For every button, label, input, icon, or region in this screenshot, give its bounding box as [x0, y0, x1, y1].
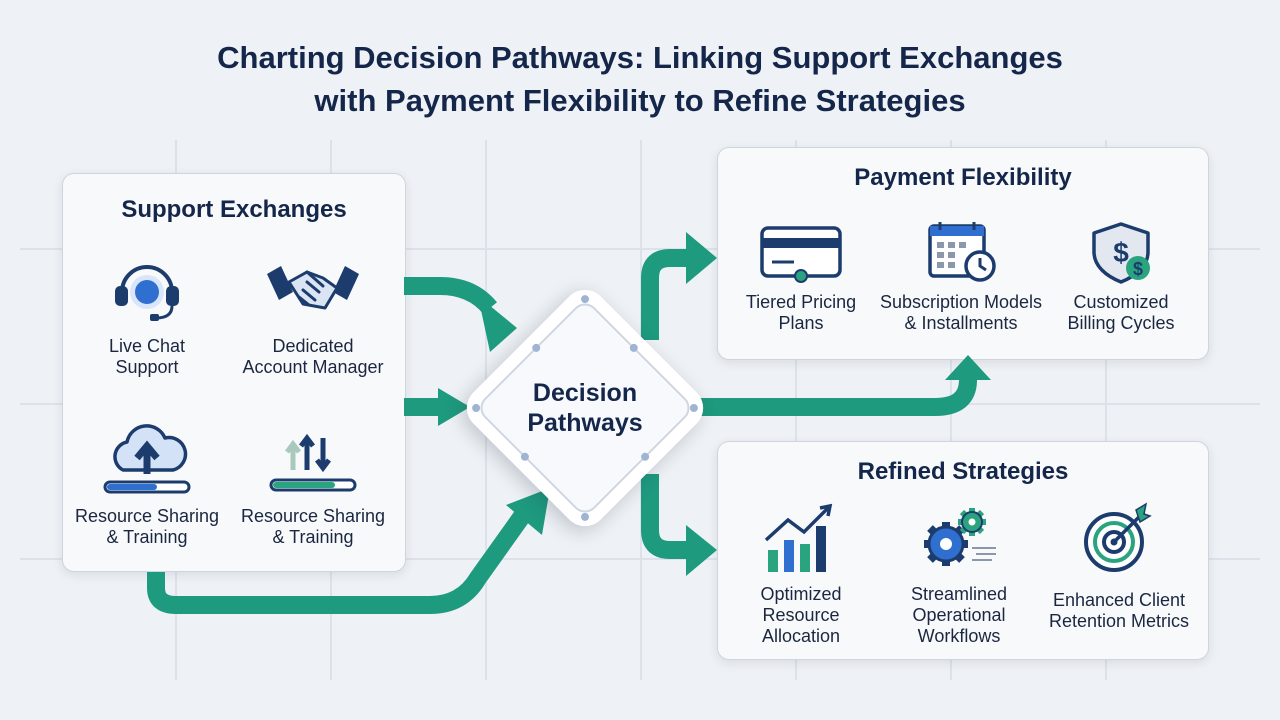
payment-item-subscription: Subscription Models & Installments [871, 220, 1051, 334]
hub-dot [639, 451, 651, 463]
arrowhead [686, 232, 717, 284]
strategy-item-retention-metrics: Enhanced Client Retention Metrics [1029, 500, 1209, 632]
hub-dot [530, 342, 542, 354]
title-line-1: Charting Decision Pathways: Linking Supp… [217, 40, 1063, 75]
title-line-2: with Payment Flexibility to Refine Strat… [314, 83, 966, 118]
cloud-upload-icon [103, 424, 191, 494]
payment-item-billing-cycles: $ $ Customized Billing Cycles [1031, 220, 1211, 334]
arrowhead [945, 355, 991, 380]
arrowhead [686, 525, 717, 576]
gears-icon [924, 508, 996, 566]
hub-dot [579, 293, 591, 305]
payment-flexibility-panel: Payment Flexibility Tiered Pricing Plans [717, 147, 1209, 360]
flow-arrow-to-strategies [641, 474, 688, 559]
hub-dot [579, 511, 591, 523]
flow-arrow-to-payment [641, 249, 688, 340]
support-exchanges-panel: Support Exchanges Live Chat Support Dedi… [62, 173, 406, 572]
strategy-item-resource-allocation: Optimized Resource Allocation [711, 500, 891, 647]
bar-chart-growth-icon [764, 503, 833, 572]
refined-strategies-panel: Refined Strategies Optimized Resource Al… [717, 441, 1209, 660]
grid-line [20, 558, 1260, 560]
data-transfer-icon [269, 433, 357, 492]
hub-dot [470, 402, 482, 414]
support-item-label: Resource Sharing & Training [240, 506, 386, 547]
arrowhead [506, 488, 550, 535]
calendar-clock-icon [928, 222, 996, 282]
grid-line [1105, 140, 1107, 680]
support-item-resource-sharing-1: Resource Sharing & Training [57, 422, 237, 548]
hub-dot [519, 451, 531, 463]
payment-flexibility-title: Payment Flexibility [854, 164, 1072, 191]
shield-dollar-icon: $ $ [1092, 222, 1150, 284]
support-item-label: Resource Sharing & Training [74, 506, 220, 547]
strategy-item-operational-workflows: Streamlined Operational Workflows [869, 500, 1049, 647]
hub-dot [628, 342, 640, 354]
decision-pathways-label: Decision Pathways [527, 379, 643, 437]
svg-text:$: $ [1133, 259, 1143, 279]
payment-item-label: Subscription Models & Installments [879, 292, 1043, 333]
headset-icon [115, 265, 179, 321]
payment-item-label: Tiered Pricing Plans [745, 292, 857, 333]
payment-item-label: Customized Billing Cycles [1067, 292, 1175, 333]
support-item-label: Live Chat Support [108, 336, 186, 377]
refined-strategies-title: Refined Strategies [857, 458, 1069, 485]
arrowhead [478, 296, 517, 352]
svg-text:$: $ [1113, 237, 1129, 268]
page-title: Charting Decision Pathways: Linking Supp… [0, 36, 1280, 122]
support-item-live-chat: Live Chat Support [57, 252, 237, 378]
arrowhead [438, 388, 470, 426]
strategy-item-label: Optimized Resource Allocation [760, 584, 842, 646]
flow-arrow-support-bottom [147, 506, 533, 614]
support-item-label: Dedicated Account Manager [242, 336, 384, 377]
grid-line [20, 248, 1260, 250]
payment-item-tiered-pricing: Tiered Pricing Plans [711, 220, 891, 334]
target-icon [1084, 502, 1152, 572]
flow-arrow-support-top [404, 277, 497, 315]
credit-card-icon [760, 226, 842, 283]
handshake-icon [267, 266, 359, 310]
support-exchanges-title: Support Exchanges [121, 196, 347, 223]
support-item-resource-sharing-2: Resource Sharing & Training [223, 422, 403, 548]
flow-arrow-to-payment-bottom [690, 379, 977, 416]
strategy-item-label: Enhanced Client Retention Metrics [1048, 590, 1190, 631]
strategy-item-label: Streamlined Operational Workflows [910, 584, 1008, 646]
support-item-account-manager: Dedicated Account Manager [223, 252, 403, 378]
hub-dot [688, 402, 700, 414]
